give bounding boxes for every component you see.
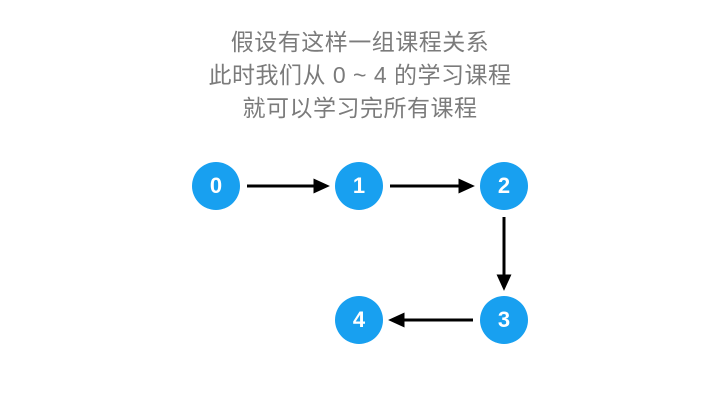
heading-line-2: 此时我们从 0 ~ 4 的学习课程	[208, 62, 512, 88]
graph-node-1: 1	[335, 162, 383, 210]
graph-node-4: 4	[335, 296, 383, 344]
graph-node-3: 3	[480, 296, 528, 344]
graph-node-0: 0	[192, 162, 240, 210]
edges-group	[247, 178, 512, 328]
heading-line-1: 假设有这样一组课程关系	[230, 29, 490, 55]
heading-block: 假设有这样一组课程关系 此时我们从 0 ~ 4 的学习课程 就可以学习完所有课程	[0, 26, 720, 125]
heading-line-3: 就可以学习完所有课程	[242, 95, 478, 121]
graph-node-2: 2	[480, 162, 528, 210]
